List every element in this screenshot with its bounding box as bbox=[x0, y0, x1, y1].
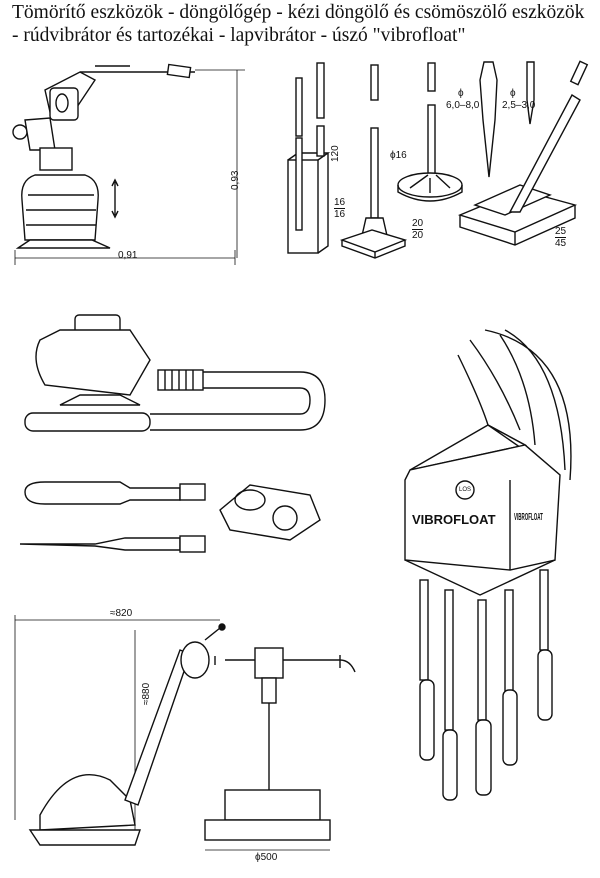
rod-diameter-label: ϕ16 bbox=[390, 150, 407, 161]
plate-vibrator-height-dimension: ≈880 bbox=[141, 682, 152, 705]
title-line-2: - rúdvibrátor és tartozékai - lapvibráto… bbox=[12, 25, 466, 46]
poker-vibrator-drawing bbox=[19, 314, 326, 553]
title-line-1: Tömörítő eszközök - döngölőgép - kézi dö… bbox=[12, 2, 585, 23]
diameter-symbol-1: ϕ bbox=[458, 88, 464, 99]
rammer-height-dimension: 0,93 bbox=[230, 170, 241, 190]
tamper-height-dimension: 120 bbox=[330, 145, 341, 162]
diameter-symbol-2: ϕ bbox=[510, 88, 516, 99]
vibrofloat-front-label: VIBROFLOAT bbox=[412, 512, 496, 527]
plate-diameter-dimension: ϕ500 bbox=[255, 852, 278, 863]
vibrofloat-side-label: VIBROFLOAT bbox=[514, 512, 543, 523]
diameter-range-2: 2,5–3,0 bbox=[502, 100, 536, 111]
plate-vibrator-front-drawing bbox=[204, 647, 356, 851]
diameter-range-1: 6,0–8,0 bbox=[446, 100, 480, 111]
vibrofloat-logo: LOS bbox=[459, 487, 472, 493]
hand-tampers-drawing bbox=[287, 60, 589, 259]
plate-vibrator-side-drawing bbox=[14, 615, 226, 846]
vibrofloat-drawing bbox=[404, 329, 572, 801]
rammer-width-dimension: 0,91 bbox=[118, 250, 138, 261]
plate-vibrator-length-dimension: ≈820 bbox=[110, 608, 133, 619]
rammer-drawing bbox=[12, 63, 245, 265]
